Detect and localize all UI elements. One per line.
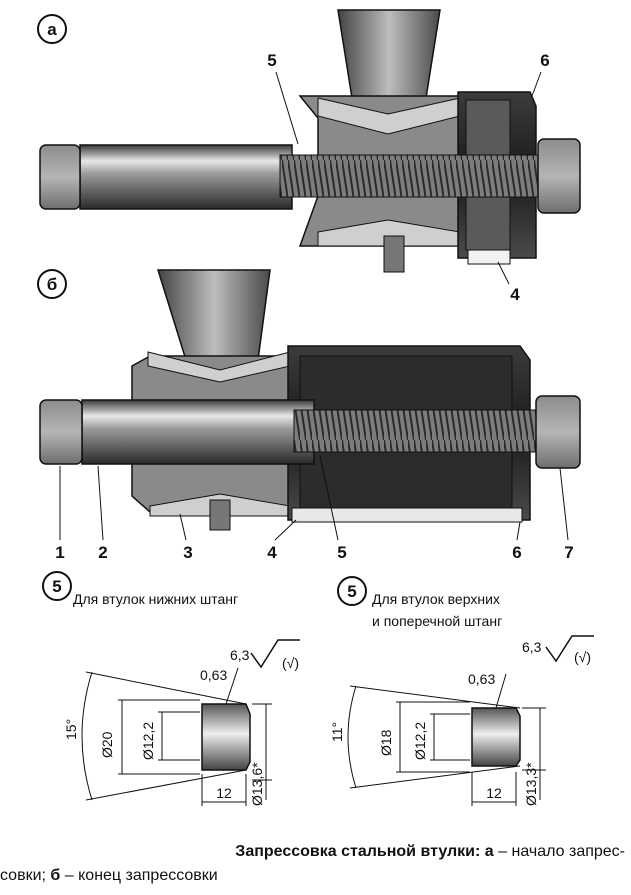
callout-b-2: 2 <box>98 543 107 562</box>
nut-right-a <box>537 138 581 214</box>
bushing-lower-angle: 15° <box>63 719 79 740</box>
leader-b-2 <box>97 465 104 541</box>
callout-a-4: 4 <box>510 285 520 304</box>
lever-arm-b <box>156 269 271 361</box>
caption-line2-start: совки; <box>0 867 46 884</box>
leader-b-4 <box>274 519 297 541</box>
callout-b-7: 7 <box>564 543 573 562</box>
callout-b-3: 3 <box>183 543 192 562</box>
bushing-section-upper <box>471 707 521 767</box>
callout-b-6: 6 <box>512 543 521 562</box>
leader-a-5 <box>275 71 299 145</box>
hex-head-left-a <box>39 144 81 210</box>
leader-b-5 <box>319 455 339 541</box>
bushing-upper-d-press: Ø13,3* <box>523 762 539 806</box>
nut-right-b <box>535 395 581 469</box>
callout-b-4: 4 <box>267 543 277 562</box>
bushing-upper-length: 12 <box>486 785 502 801</box>
cone-line-top-upper <box>349 685 521 709</box>
bushing-upper-d-inner: Ø12,2 <box>412 722 428 760</box>
leader-b-7 <box>559 467 569 541</box>
caption-b-letter: б <box>50 867 61 884</box>
figure-b-letter: б <box>47 275 58 294</box>
cone-line-top-lower <box>85 671 247 705</box>
caption-a-letter: а <box>484 843 494 860</box>
leader-b-6 <box>516 521 521 541</box>
bushing-lower-badge <box>42 571 72 601</box>
threaded-bolt-b <box>293 409 539 453</box>
bushing-upper-number: 5 <box>347 582 356 601</box>
bushing-upper-title-2: и поперечной штанг <box>372 613 502 629</box>
tube-b <box>81 399 315 465</box>
bushing-lower-d-press: Ø13,6* <box>249 762 265 806</box>
figure-a-badge <box>37 14 67 44</box>
chamfer-leader-lower <box>225 667 239 705</box>
figure-b-badge <box>37 269 67 299</box>
bushing-upper-title-1: Для втулок верхних <box>372 591 500 607</box>
figure-caption: Запрессовка стальной втулки: а – начало … <box>0 838 631 895</box>
bushing-lower-detail: 5 Для втулок нижних штанг 6,3 (√) 15° Ø2… <box>42 571 300 806</box>
caption-title: Запрессовка стальной втулки: <box>235 843 481 860</box>
callout-a-6: 6 <box>540 51 549 70</box>
bushing-section-lower <box>201 703 251 771</box>
bushing-upper-chamfer: 0,63 <box>468 671 495 687</box>
bushing-upper-angle: 11° <box>329 722 345 742</box>
bushing-upper-d-outer: Ø18 <box>378 729 394 756</box>
bolt-stub-b <box>209 499 231 531</box>
figure-a-letter: а <box>47 20 57 39</box>
hex-head-left-b <box>39 399 83 465</box>
leader-b-3 <box>179 513 187 541</box>
caption-line-1: Запрессовка стальной втулки: а – начало … <box>235 840 625 864</box>
caption-a-text: – начало запрес- <box>498 843 625 860</box>
bushing-lower-title: Для втулок нижних штанг <box>73 591 238 607</box>
caption-line-2: совки; б – конец запрессовки <box>0 864 218 888</box>
bushing-lower-roughness-extra: (√) <box>282 655 299 671</box>
cone-line-bottom-upper <box>349 765 521 789</box>
press-ring-a <box>467 249 511 265</box>
lever-arm-a <box>337 9 441 99</box>
bushing-lower-d-inner: Ø12,2 <box>140 722 156 760</box>
bushing-lower-roughness: 6,3 <box>230 647 250 663</box>
bushing-upper-detail: 5 Для втулок верхних и поперечной штанг … <box>329 576 594 806</box>
tube-a <box>79 144 293 210</box>
angle-arc-upper <box>347 685 357 789</box>
threaded-bolt-a <box>279 154 539 198</box>
figure-b: б 1 2 3 4 5 6 7 <box>37 269 581 562</box>
bushing-lower-length: 12 <box>216 785 232 801</box>
chamfer-leader-upper <box>495 673 507 709</box>
leader-a-4 <box>497 261 510 285</box>
press-ring-b <box>291 507 523 523</box>
bushing-upper-roughness-extra: (√) <box>574 649 591 665</box>
roughness-symbol-lower <box>250 639 300 669</box>
bushing-lower-d-outer: Ø20 <box>99 731 115 758</box>
caption-b-text: – конец запрессовки <box>64 867 218 884</box>
cone-line-bottom-lower <box>85 769 247 801</box>
callout-a-5: 5 <box>267 51 276 70</box>
bushing-lower-number: 5 <box>52 577 61 596</box>
leader-a-6 <box>531 71 542 97</box>
callout-b-1: 1 <box>55 543 64 562</box>
roughness-symbol-upper <box>545 635 594 663</box>
figure-a: а 5 6 4 <box>37 9 581 304</box>
bolt-stub-a <box>383 235 405 273</box>
angle-arc-lower <box>81 671 93 801</box>
bushing-upper-roughness: 6,3 <box>522 639 542 655</box>
callout-b-5: 5 <box>337 543 346 562</box>
bushing-lower-chamfer: 0,63 <box>200 667 227 683</box>
bushing-upper-badge <box>337 576 367 606</box>
